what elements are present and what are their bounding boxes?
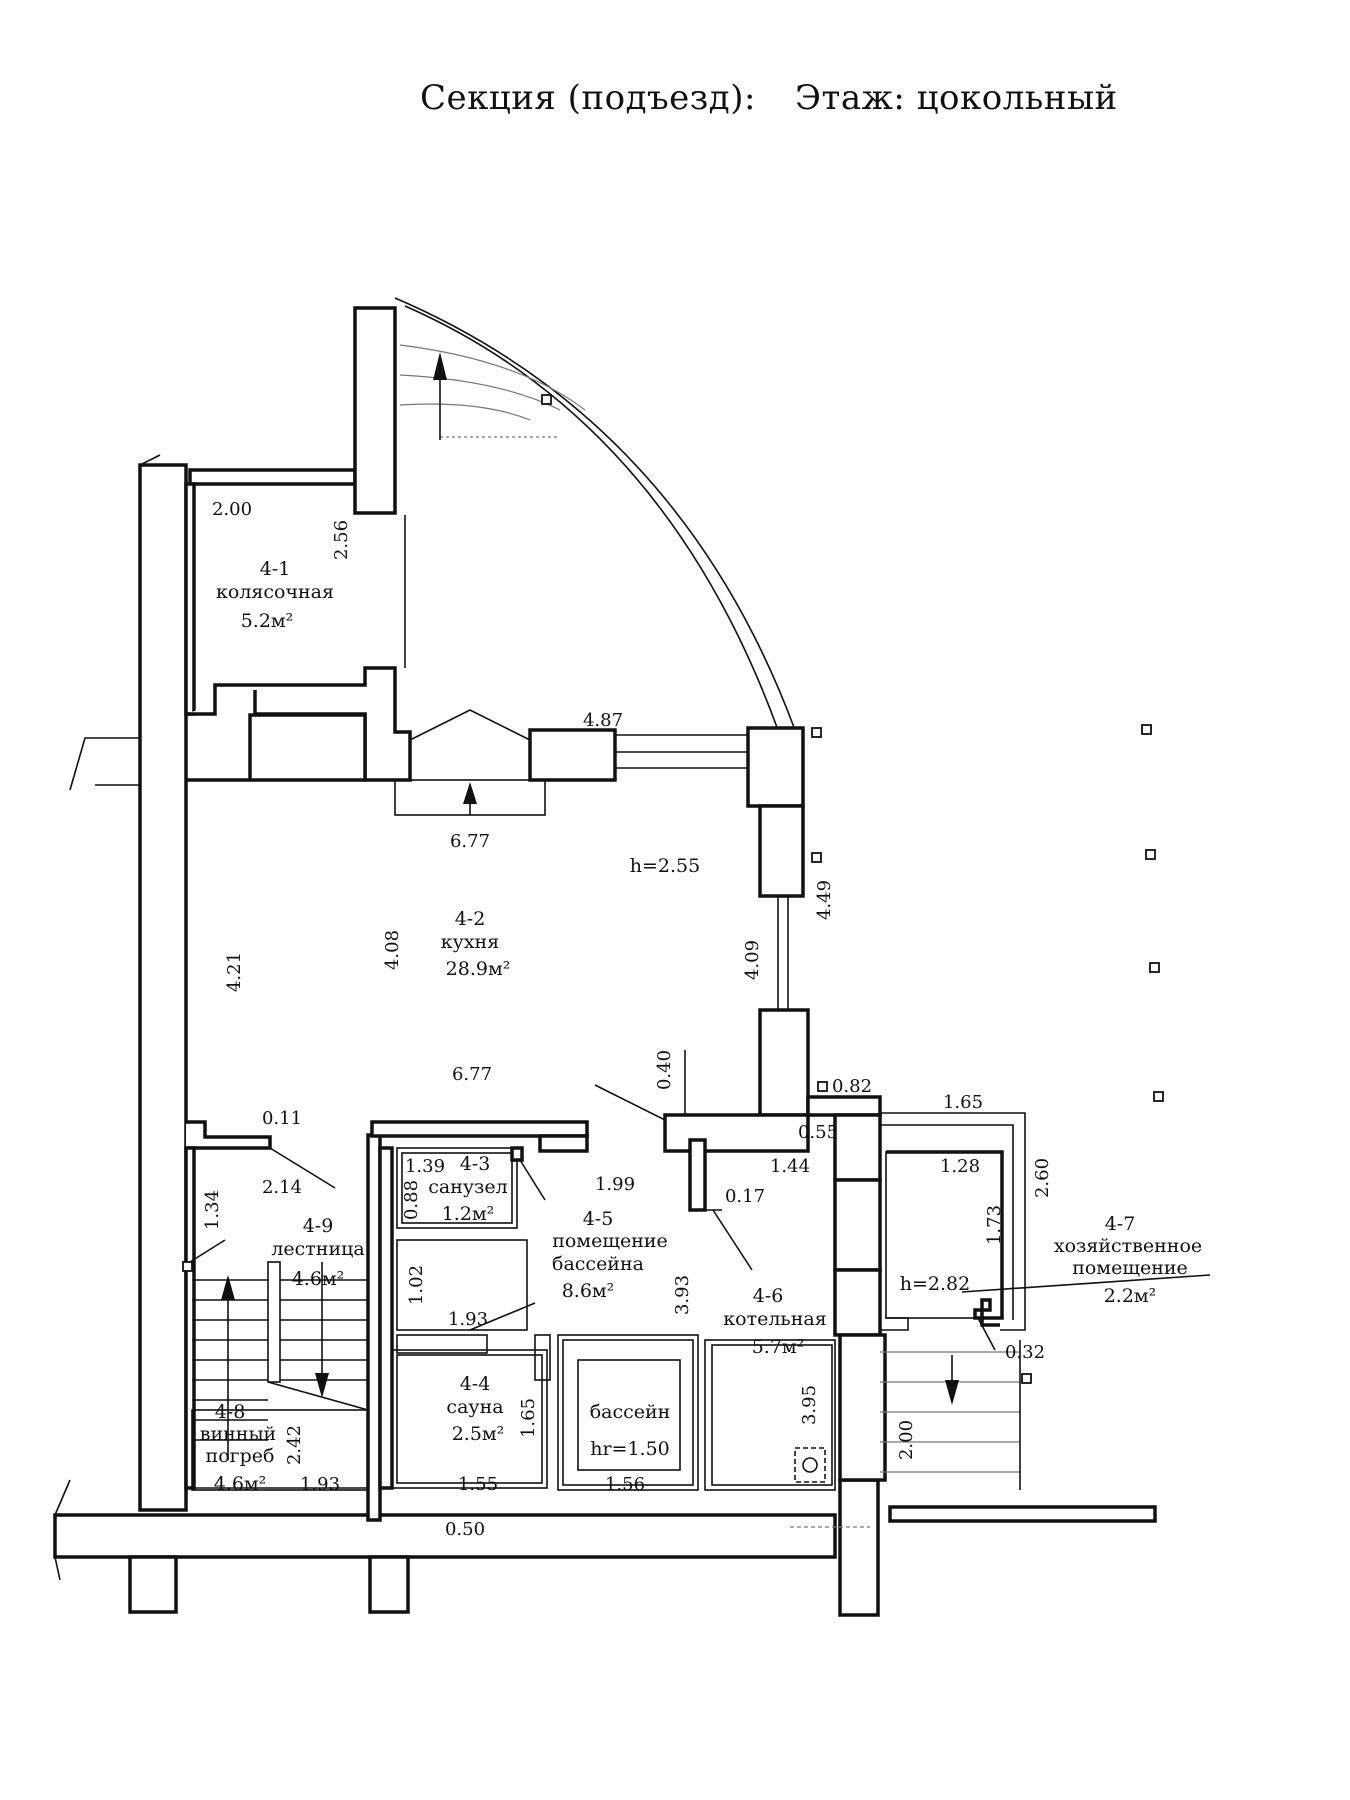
room-4-1-id: 4-1 <box>260 558 291 580</box>
room-4-7-name-line1: хозяйственное <box>1054 1235 1202 1257</box>
room-4-7 <box>880 1112 1211 1490</box>
dim-6-77-bottom: 6.77 <box>452 1064 492 1085</box>
dim-0-40: 0.40 <box>654 1050 675 1090</box>
dim-1-55: 1.55 <box>458 1474 498 1495</box>
dim-0-32: 0.32 <box>1005 1342 1045 1363</box>
room-labels: 4-1 колясочная 5.2м² 4-2 кухня 28.9м² h=… <box>200 558 1202 1495</box>
room-4-8-id: 4-8 <box>215 1401 246 1423</box>
room-4-5-name-line1: помещение <box>552 1230 668 1252</box>
pool-label: бассейн <box>590 1401 671 1423</box>
pool-basin <box>577 1359 681 1471</box>
room-4-5-area: 8.6м² <box>562 1280 615 1302</box>
room-4-6-id: 4-6 <box>753 1285 784 1307</box>
up-arrow-icon <box>433 352 447 380</box>
dim-1-65-top: 1.65 <box>943 1092 983 1113</box>
room-4-2-id: 4-2 <box>455 908 486 930</box>
room-4-3-area: 1.2м² <box>442 1203 495 1225</box>
room-4-5-id: 4-5 <box>583 1208 614 1230</box>
room-4-5-name-line2: бассейна <box>552 1253 644 1275</box>
pool-depth: hr=1.50 <box>590 1438 670 1460</box>
dimension-labels: 2.00 2.56 4.87 6.77 4.21 4.08 4.09 4.49 … <box>202 499 1053 1540</box>
right-column <box>806 1095 887 1482</box>
room-4-2-name: кухня <box>441 931 499 953</box>
room-4-9-id: 4-9 <box>303 1215 334 1237</box>
section-label: Секция (подъезд): <box>420 78 756 118</box>
room-4-4-area: 2.5м² <box>452 1423 505 1445</box>
dim-0-88: 0.88 <box>401 1180 422 1220</box>
stair-treads <box>192 1261 369 1460</box>
dim-1-93-mid: 1.93 <box>448 1309 488 1330</box>
dim-1-99: 1.99 <box>595 1174 635 1195</box>
down-arrow-icon <box>945 1380 959 1405</box>
dim-0-82: 0.82 <box>832 1076 872 1097</box>
room-4-4-name: сауна <box>446 1396 503 1418</box>
dim-6-77-top: 6.77 <box>450 831 490 852</box>
dim-1-02: 1.02 <box>406 1265 427 1305</box>
dim-2-00-bottom: 2.00 <box>896 1420 917 1460</box>
entry-arrow-icon <box>463 782 477 804</box>
entrance-arc <box>394 297 796 731</box>
dim-1-44: 1.44 <box>770 1156 810 1177</box>
room-4-6-name: котельная <box>723 1308 826 1330</box>
dim-0-55: 0.55 <box>798 1122 838 1143</box>
room-4-3-id: 4-3 <box>460 1153 491 1175</box>
room-4-8-area: 4.6м² <box>214 1473 267 1495</box>
dim-1-56: 1.56 <box>605 1474 645 1495</box>
dim-4-49: 4.49 <box>814 880 835 920</box>
dim-3-95: 3.95 <box>799 1385 820 1425</box>
dim-0-11: 0.11 <box>262 1108 302 1129</box>
utility-height: h=2.82 <box>900 1273 970 1295</box>
dim-1-28: 1.28 <box>940 1156 980 1177</box>
dim-4-08: 4.08 <box>382 930 403 970</box>
dim-2-56: 2.56 <box>331 520 352 560</box>
room-4-2-area: 28.9м² <box>446 958 511 980</box>
dim-2-00-top: 2.00 <box>212 499 252 520</box>
room-4-4-id: 4-4 <box>460 1373 491 1395</box>
boiler-icon <box>794 1447 826 1483</box>
dim-2-60: 2.60 <box>1032 1158 1053 1198</box>
room-4-9-name: лестница <box>271 1238 364 1260</box>
dim-2-42: 2.42 <box>284 1425 305 1465</box>
terrace-edge <box>888 1505 1157 1523</box>
left-outer-wall <box>138 463 188 1512</box>
room-4-2-walls <box>186 709 828 1153</box>
dim-0-17: 0.17 <box>725 1186 765 1207</box>
floor-label: Этаж: цокольный <box>795 78 1118 118</box>
kitchen-height: h=2.55 <box>630 855 700 877</box>
bottom-outer-wall <box>53 1513 837 1559</box>
room-4-1-area: 5.2м² <box>241 610 294 632</box>
room-4-3-name: санузел <box>428 1176 508 1198</box>
room-4-1-name: колясочная <box>216 581 334 603</box>
room-4-6-area: 5.7м² <box>752 1336 805 1358</box>
dim-4-09: 4.09 <box>742 940 763 980</box>
dim-1-73: 1.73 <box>984 1205 1005 1245</box>
dim-4-21: 4.21 <box>224 952 245 992</box>
dim-3-93: 3.93 <box>672 1275 693 1315</box>
dim-1-65-sauna: 1.65 <box>518 1398 539 1438</box>
dim-1-34: 1.34 <box>202 1190 223 1230</box>
room-4-7-area: 2.2м² <box>1104 1285 1157 1307</box>
outer-walls <box>53 454 1157 1617</box>
dim-0-50: 0.50 <box>445 1519 485 1540</box>
dim-1-39: 1.39 <box>405 1156 445 1177</box>
interior-partitions <box>182 724 1164 1528</box>
room-4-7-id: 4-7 <box>1105 1213 1136 1235</box>
room-4-7-name-line2: помещение <box>1072 1257 1188 1279</box>
room-4-8-name-line1: винный <box>200 1423 276 1445</box>
room-4-8-name-line2: погреб <box>206 1445 275 1467</box>
page-header: Секция (подъезд): Этаж: цокольный <box>0 78 1350 128</box>
dim-2-14: 2.14 <box>262 1177 302 1198</box>
dim-4-87: 4.87 <box>583 710 623 731</box>
stair-down-arrow-icon <box>315 1373 329 1398</box>
room-4-1 <box>184 306 412 782</box>
dim-1-93-bottom: 1.93 <box>300 1474 340 1495</box>
stair-up-arrow-icon <box>221 1275 235 1300</box>
room-4-9-area: 4.6м² <box>292 1268 345 1290</box>
